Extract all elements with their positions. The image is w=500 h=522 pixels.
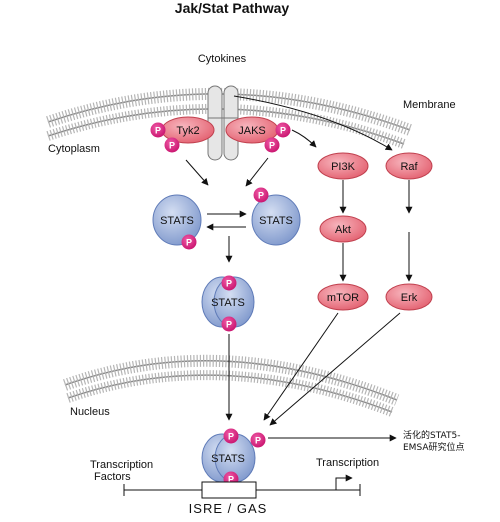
promoter-label: ISRE / GAS xyxy=(189,501,268,516)
raf-node: Raf xyxy=(385,152,433,180)
stats-monomer-right: STATS P xyxy=(251,187,301,246)
nuclear-membrane xyxy=(62,354,400,417)
svg-text:STATS: STATS xyxy=(160,215,194,227)
svg-text:PI3K: PI3K xyxy=(331,161,356,173)
svg-text:P: P xyxy=(255,436,261,446)
svg-text:STATS: STATS xyxy=(211,297,245,309)
emsa-site-note-line2: EMSA研究位点 xyxy=(403,441,465,453)
membrane-label: Membrane xyxy=(403,99,456,111)
svg-text:P: P xyxy=(169,141,175,151)
stats-dimer-nucleus: STATS P P P xyxy=(201,428,266,487)
svg-text:P: P xyxy=(228,475,234,485)
cytokines-label: Cytokines xyxy=(198,53,247,65)
tyk2-label: Tyk2 xyxy=(176,125,199,137)
svg-text:P: P xyxy=(228,432,234,442)
svg-text:Akt: Akt xyxy=(335,224,351,236)
cascade-arrows xyxy=(263,180,413,426)
jaks-kinase: JAKS xyxy=(225,116,279,144)
erk-node: Erk xyxy=(385,283,433,311)
svg-text:P: P xyxy=(186,238,192,248)
emsa-site-note-line1: 活化的STAT5- xyxy=(403,429,460,441)
svg-text:STATS: STATS xyxy=(259,215,293,227)
jaks-label: JAKS xyxy=(238,125,266,137)
equilibrium-arrows xyxy=(206,210,247,263)
page-title: Jak/Stat Pathway xyxy=(175,0,290,16)
dna-strand xyxy=(123,474,361,499)
akt-node: Akt xyxy=(319,215,367,243)
transcription-label: Transcription xyxy=(316,457,379,469)
tyk2-kinase: Tyk2 xyxy=(161,116,215,144)
pi3k-node: PI3K xyxy=(317,152,369,180)
svg-text:P: P xyxy=(280,126,286,136)
svg-text:P: P xyxy=(269,141,275,151)
svg-text:Erk: Erk xyxy=(401,292,418,304)
svg-text:Raf: Raf xyxy=(400,161,418,173)
svg-text:P: P xyxy=(155,126,161,136)
transcription-factors-label-line2: Factors xyxy=(94,471,131,483)
svg-text:STATS: STATS xyxy=(211,453,245,465)
svg-text:mTOR: mTOR xyxy=(327,292,359,304)
svg-text:P: P xyxy=(226,320,232,330)
stats-dimer-cytoplasm: STATS P P xyxy=(201,275,255,332)
cytoplasm-label: Cytoplasm xyxy=(48,143,100,155)
nucleus-label: Nucleus xyxy=(70,406,110,418)
mtor-node: mTOR xyxy=(317,283,369,311)
membrane-arrows xyxy=(185,95,393,187)
phospho-group-receptor: P P P P xyxy=(150,122,291,153)
svg-text:P: P xyxy=(226,279,232,289)
svg-text:P: P xyxy=(258,191,264,201)
transcription-factors-label-line1: Transcription xyxy=(90,459,153,471)
stats-monomer-left: STATS P xyxy=(152,194,202,250)
